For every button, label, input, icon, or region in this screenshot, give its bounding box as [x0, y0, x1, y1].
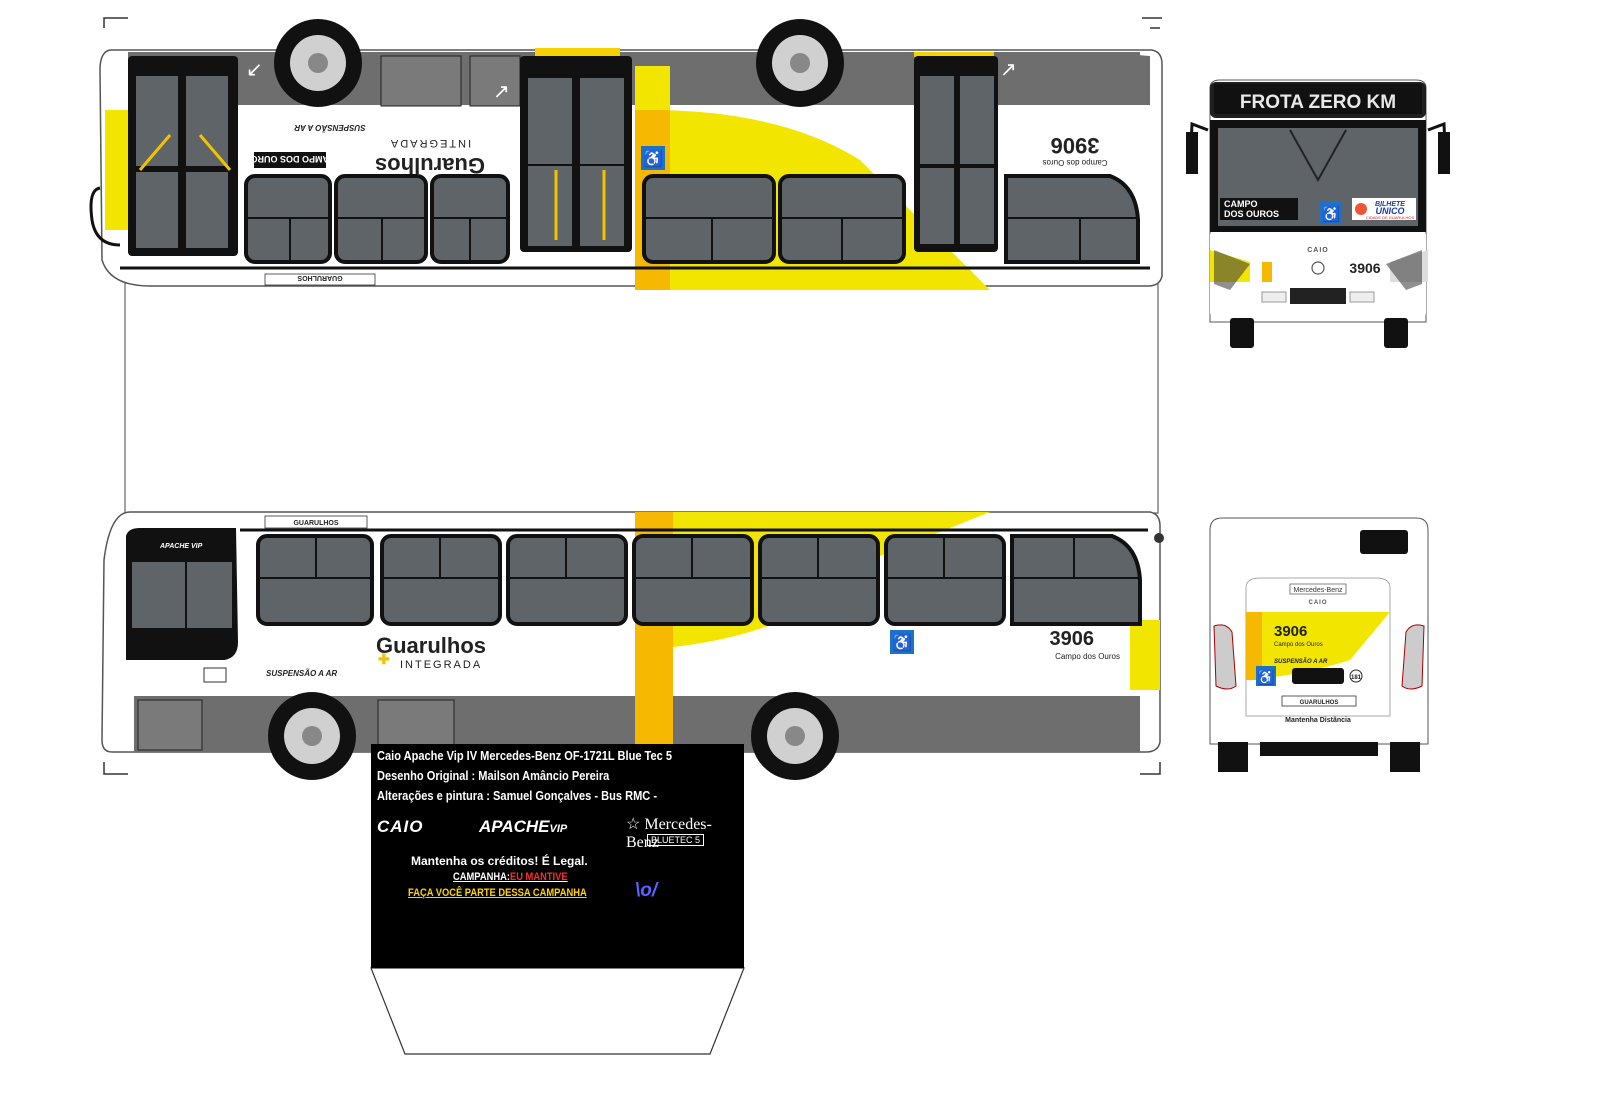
keep-distance-text: Mantenha Distância [1285, 717, 1351, 724]
svg-text:BILHETE: BILHETE [1375, 201, 1405, 208]
suspension-text: SUSPENSÃO A AR [1274, 658, 1328, 665]
wheel [1384, 318, 1408, 348]
grille [1290, 288, 1346, 304]
brand-text: Guarulhos [376, 633, 486, 658]
suspension-text: SUSPENSÃO A AR [294, 123, 365, 132]
destination-sign [1214, 84, 1422, 114]
apache-vip-logo: APACHEVIP [479, 817, 568, 836]
keep-credits-text: Mantenha os créditos! É Legal. [411, 854, 588, 868]
bluetec-logo: BLUETEC 5 [647, 834, 705, 846]
svg-text:↙: ↙ [246, 59, 263, 81]
svg-text:♿: ♿ [892, 633, 912, 652]
folding-tab [370, 967, 745, 1055]
svg-text:↗: ↗ [493, 81, 510, 103]
door-middle [520, 56, 632, 252]
svg-text:♿: ♿ [1257, 669, 1274, 686]
accessibility-icon [890, 630, 914, 654]
wheel [756, 19, 844, 107]
maker-badge: CAIO [1309, 600, 1328, 606]
svg-text:CIDADE DE GUARULHOS: CIDADE DE GUARULHOS [1366, 215, 1415, 220]
mercedes-star-icon [1311, 261, 1325, 275]
wheel [1230, 318, 1254, 348]
accessibility-icon [641, 146, 665, 170]
wheel [1390, 742, 1420, 772]
fleet-number: 3906 [1050, 628, 1095, 650]
accessibility-icon [1320, 202, 1342, 224]
speed-limit-badge: 181 [1351, 675, 1362, 681]
credits-box: Caio Apache Vip IV Mercedes-Benz OF-1721… [371, 744, 744, 968]
rear-grille [1292, 668, 1344, 684]
door-rear [914, 56, 998, 252]
credit-line-original: Desenho Original : Mailson Amâncio Perei… [377, 768, 610, 783]
svg-text:ÚNICO: ÚNICO [1376, 205, 1405, 216]
join-campaign-text: FAÇA VOCÊ PARTE DESSA CAMPANHA [408, 887, 587, 899]
destination-text: Campo dos Ouros [1274, 642, 1323, 648]
taillight [1213, 624, 1237, 690]
wheel [1218, 742, 1248, 772]
bus-front: FROTA ZERO KM CAMPO DOS OUROS ♿ BILHETE … [1186, 79, 1450, 348]
mercedes-benz-logo: ☆ Mercedes-Benz [626, 816, 712, 851]
credit-line-model: Caio Apache Vip IV Mercedes-Benz OF-1721… [377, 748, 672, 763]
mercedes-badge: Mercedes-Benz [1293, 587, 1343, 594]
taillight [1401, 624, 1425, 690]
brand-sub-text: INTEGRADA [400, 659, 482, 671]
svg-text:♿: ♿ [1322, 205, 1341, 223]
prefeitura-text: GUARULHOS [293, 520, 338, 527]
headlight [1214, 250, 1250, 290]
prefeitura-text: GUARULHOS [1300, 700, 1339, 706]
prefeitura-text: GUARULHOS [297, 274, 342, 281]
route-sign: CAMPO DOS OUROS [244, 154, 335, 164]
accessibility-icon [1256, 666, 1276, 686]
bilhete-unico-logo [1352, 198, 1416, 220]
wheel [751, 692, 839, 780]
headlight [1386, 250, 1422, 290]
bus-side-top: ♿ ↙ ↗ ↗ Guarulhos INTEGRADA SUSPENSÃO A … [89, 19, 1163, 290]
wheel [274, 19, 362, 107]
bus-side-bottom: ♿ APACHE VIP GUARULHOS Guarulhos ✚ INTEG… [101, 511, 1164, 780]
fleet-number: 3906 [1051, 133, 1100, 158]
window [256, 534, 1142, 626]
rear-sign [1360, 530, 1408, 554]
maker-badge: CAIO [1307, 247, 1329, 254]
destination-text: Campo dos Ouros [1055, 652, 1120, 661]
svg-text:↗: ↗ [1000, 59, 1017, 81]
brand-sub-text: INTEGRADA [389, 137, 471, 149]
mirror [1438, 132, 1450, 174]
roof-panel [124, 282, 1159, 514]
destination-text: Campo dos Ouros [1043, 158, 1108, 167]
svg-text:DOS OUROS: DOS OUROS [1224, 209, 1279, 219]
brand-text: Guarulhos [375, 153, 485, 178]
mirror [89, 186, 121, 247]
fleet-number: 3906 [1349, 260, 1380, 276]
cut-marks [103, 17, 1162, 775]
cheer-emote: \o/ [635, 880, 658, 901]
wheel [268, 692, 356, 780]
route-sign [1220, 198, 1298, 220]
campaign-text: CAMPANHA:EU MANTIVE [453, 871, 568, 883]
model-badge: APACHE VIP [159, 543, 203, 550]
svg-text:CAMPO: CAMPO [1224, 199, 1258, 209]
svg-text:✚: ✚ [378, 651, 390, 667]
fleet-number: 3906 [1274, 623, 1307, 640]
svg-text:♿: ♿ [643, 149, 663, 168]
caio-logo: CAIO [377, 817, 424, 836]
suspension-text: SUSPENSÃO A AR [266, 669, 337, 678]
door-front [128, 56, 238, 256]
destination-sign-text: FROTA ZERO KM [1240, 92, 1396, 113]
credit-line-paint: Alterações e pintura : Samuel Gonçalves … [377, 788, 658, 803]
bus-rear: Mercedes-Benz CAIO 3906 Campo dos Ouros … [1209, 517, 1429, 772]
mirror [1186, 132, 1198, 174]
